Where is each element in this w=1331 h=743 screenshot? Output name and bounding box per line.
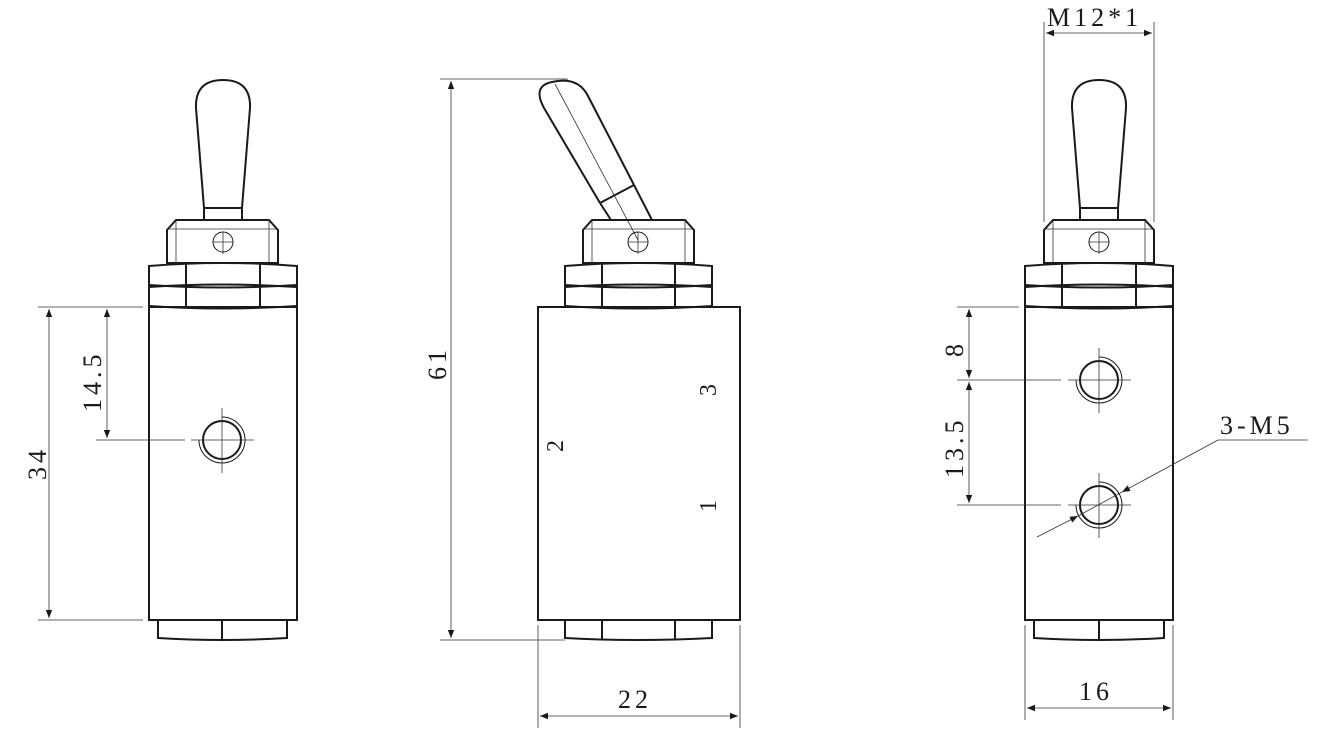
port-label-2: 2 (543, 440, 569, 452)
lever-handle (194, 78, 252, 209)
bushing (166, 219, 279, 264)
port-label-3: 3 (696, 384, 722, 396)
front-view: 2 3 1 61 22 (423, 78, 741, 728)
bottom-nut (564, 620, 713, 641)
hex-nuts-top (148, 262, 298, 310)
lever-handle (1070, 78, 1128, 209)
dimension-label-13-5: 13.5 (940, 417, 969, 479)
lever-stem (203, 207, 243, 221)
valve-body (148, 306, 298, 621)
callout-leader (1121, 439, 1219, 493)
port-hole-upper (1068, 348, 1131, 413)
dimension-label-16: 16 (1079, 677, 1113, 706)
valve-body (537, 306, 741, 621)
bushing (582, 219, 695, 264)
dimension-label-m12: M12*1 (1047, 3, 1142, 32)
right-view: M12*1 8 13.5 3-M5 16 (940, 3, 1308, 720)
dimension-label-61: 61 (423, 346, 452, 380)
dimension-label-8: 8 (940, 340, 969, 357)
dimension-label-22: 22 (618, 685, 652, 714)
dimension-label-34: 34 (23, 446, 52, 480)
tilted-lever (538, 79, 653, 241)
lever-stem (1079, 207, 1119, 221)
hex-nuts-top (564, 262, 713, 310)
left-view: 34 14.5 (23, 78, 298, 641)
port-label-1: 1 (696, 500, 722, 512)
dimension-label-14-5: 14.5 (78, 351, 107, 413)
port-hole-lower (1068, 473, 1131, 538)
hex-nuts-top (1024, 262, 1174, 310)
callout-label-3-m5: 3-M5 (1220, 411, 1294, 440)
